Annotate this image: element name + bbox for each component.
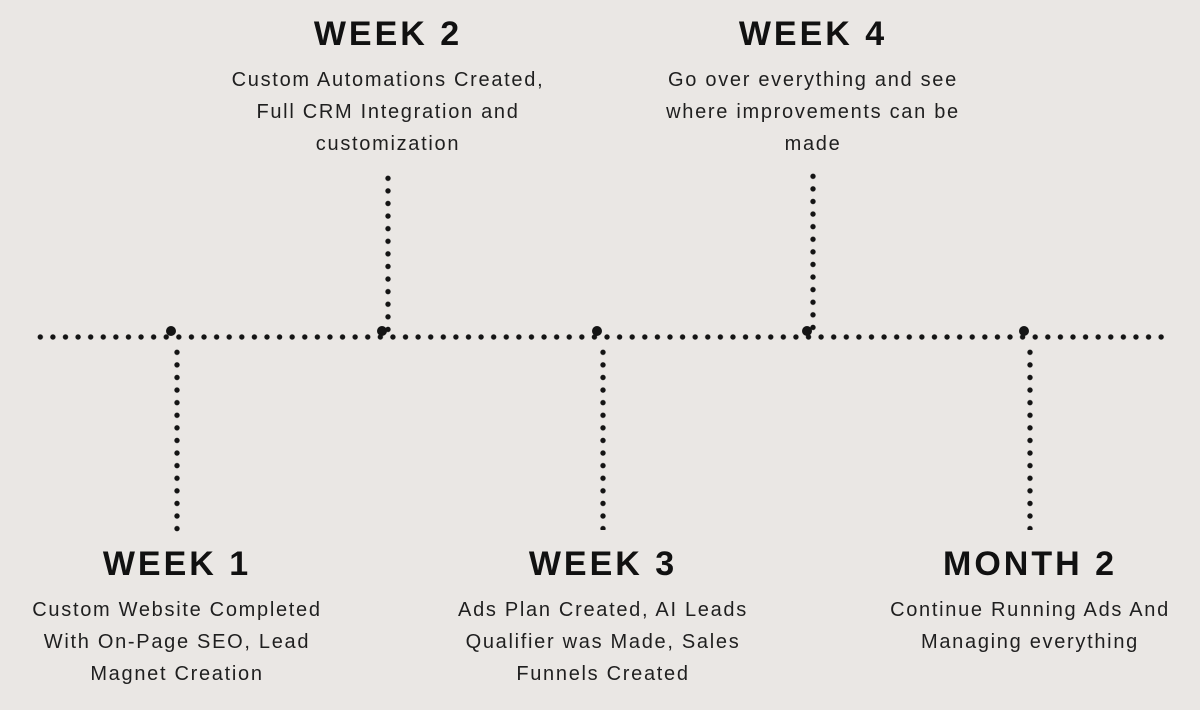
connector-week-4 <box>810 170 816 337</box>
timeline-node-month-2 <box>1019 326 1029 336</box>
milestone-week-2: WEEK 2 Custom Automations Created, Full … <box>198 14 578 160</box>
connector-month-2 <box>1027 346 1033 530</box>
milestone-title: WEEK 4 <box>738 15 888 53</box>
milestone-description: Ads Plan Created, AI Leads Qualifier was… <box>458 599 748 685</box>
milestone-description: Custom Website Completed With On-Page SE… <box>32 599 322 685</box>
milestone-description: Continue Running Ads And Managing everyt… <box>890 599 1170 653</box>
connector-week-1 <box>174 346 180 532</box>
milestone-description: Go over everything and see where improve… <box>666 69 960 155</box>
milestone-title: WEEK 3 <box>528 545 678 583</box>
timeline-node-week-2 <box>377 326 387 336</box>
milestone-description: Custom Automations Created, Full CRM Int… <box>231 69 545 155</box>
milestone-week-1: WEEK 1 Custom Website Completed With On-… <box>2 544 352 690</box>
timeline-node-week-1 <box>166 326 176 336</box>
timeline-axis-dotted-line <box>34 334 1166 340</box>
milestone-week-4: WEEK 4 Go over everything and see where … <box>623 14 1003 160</box>
connector-week-2 <box>385 172 391 337</box>
milestone-title: MONTH 2 <box>943 545 1117 583</box>
milestone-title: WEEK 2 <box>313 15 463 53</box>
milestone-month-2: MONTH 2 Continue Running Ads And Managin… <box>855 544 1200 658</box>
connector-week-3 <box>600 346 606 530</box>
timeline-node-week-4 <box>802 326 812 336</box>
timeline-node-week-3 <box>592 326 602 336</box>
milestone-title: WEEK 1 <box>102 545 252 583</box>
milestone-week-3: WEEK 3 Ads Plan Created, AI Leads Qualif… <box>428 544 778 690</box>
